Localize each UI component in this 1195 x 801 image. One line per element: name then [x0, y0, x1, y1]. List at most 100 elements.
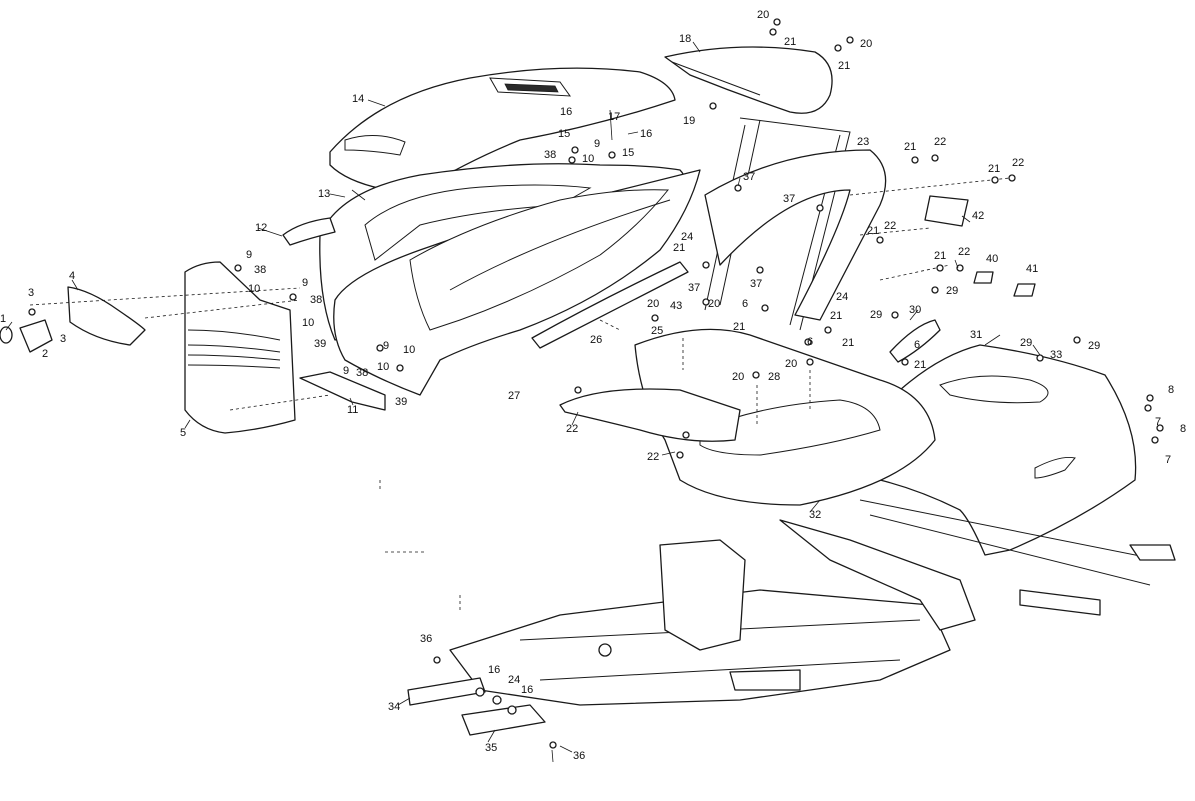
callout-28: 28 [768, 371, 780, 383]
callout-10: 10 [582, 153, 594, 165]
callout-21b: 21 [838, 60, 850, 72]
callout-2: 2 [42, 348, 48, 360]
part-side-trim-24 [704, 149, 887, 321]
callout-9b: 9 [246, 249, 252, 261]
callout-37d: 37 [750, 278, 762, 290]
callout-21d: 21 [988, 163, 1000, 175]
callout-23: 23 [857, 136, 869, 148]
callout-31: 31 [970, 329, 982, 341]
part-plate-41 [1013, 283, 1036, 297]
part-bracket-35 [461, 704, 546, 736]
callout-36b: 36 [573, 750, 585, 762]
callout-29b: 29 [870, 309, 882, 321]
callout-11: 11 [347, 404, 358, 416]
callout-10d: 10 [403, 344, 415, 356]
callout-6c: 6 [914, 339, 920, 351]
callout-26: 26 [590, 334, 602, 346]
callout-7: 7 [1155, 416, 1161, 428]
callout-3b: 3 [60, 333, 66, 345]
callout-43: 43 [670, 300, 682, 312]
callout-35: 35 [485, 742, 497, 754]
callout-21c: 21 [904, 141, 916, 153]
callout-38d: 38 [356, 367, 368, 379]
callout-29: 29 [946, 285, 958, 297]
part-2 [19, 319, 53, 353]
callout-21h: 21 [830, 310, 842, 322]
callout-10e: 10 [377, 361, 389, 373]
part-chassis-frame [449, 499, 1176, 706]
callout-42: 42 [972, 210, 984, 222]
callout-41: 41 [1026, 263, 1038, 275]
callout-6b: 6 [807, 336, 813, 348]
callout-39b: 39 [395, 396, 407, 408]
callout-24b: 24 [836, 291, 848, 303]
callout-21k: 21 [914, 359, 926, 371]
part-bracket-34 [407, 677, 486, 706]
callout-38: 38 [544, 149, 556, 161]
callout-25: 25 [651, 325, 663, 337]
part-bar-12 [282, 217, 336, 246]
callout-18: 18 [679, 33, 691, 45]
callout-22f: 22 [647, 451, 659, 463]
part-strip-26 [531, 261, 689, 349]
projection-lines [29, 177, 1011, 612]
part-footrest-22 [559, 388, 741, 442]
callout-15: 15 [558, 128, 570, 140]
part-front-fairing [333, 169, 701, 396]
callout-24: 24 [681, 231, 693, 243]
callout-4: 4 [69, 270, 75, 282]
callout-5: 5 [180, 427, 186, 439]
callout-9c: 9 [302, 277, 308, 289]
callout-16b: 16 [640, 128, 652, 140]
callout-38c: 38 [310, 294, 322, 306]
part-seat [664, 46, 833, 114]
callout-14: 14 [352, 93, 364, 105]
callout-22e: 22 [566, 423, 578, 435]
callout-21j: 21 [733, 321, 745, 333]
callout-27: 27 [508, 390, 520, 402]
callout-16d: 16 [521, 684, 533, 696]
leader-lines [5, 41, 1041, 763]
callout-22c: 22 [884, 220, 896, 232]
part-lens [67, 286, 146, 346]
part-shield-6 [889, 319, 941, 363]
callout-20e: 20 [785, 358, 797, 370]
callout-16c: 16 [488, 664, 500, 676]
part-bracket-11 [299, 371, 386, 411]
callout-20: 20 [757, 9, 769, 21]
callout-10b: 10 [248, 283, 260, 295]
callout-21: 21 [784, 36, 796, 48]
callout-8: 8 [1168, 384, 1174, 396]
callout-8b: 8 [1180, 423, 1186, 435]
fasteners [28, 18, 1164, 749]
part-plate-42 [924, 195, 969, 227]
callout-21f: 21 [934, 250, 946, 262]
callout-33: 33 [1050, 349, 1062, 361]
callout-29d: 29 [1088, 340, 1100, 352]
callout-1: 1 [0, 313, 6, 325]
part-1 [0, 326, 13, 344]
callout-37c: 37 [688, 282, 700, 294]
callout-30: 30 [909, 304, 921, 316]
callout-20b: 20 [860, 38, 872, 50]
callout-37b: 37 [783, 193, 795, 205]
callout-21g: 21 [673, 242, 685, 254]
callout-20f: 20 [732, 371, 744, 383]
callout-20d: 20 [708, 298, 720, 310]
callout-29c: 29 [1020, 337, 1032, 349]
callout-12: 12 [255, 222, 267, 234]
callout-36: 36 [420, 633, 432, 645]
callout-37: 37 [743, 171, 755, 183]
callout-7b: 7 [1165, 454, 1171, 466]
callout-20c: 20 [647, 298, 659, 310]
callout-22b: 22 [1012, 157, 1024, 169]
callout-19: 19 [683, 115, 695, 127]
part-rear-body [879, 344, 1137, 556]
callout-10c: 10 [302, 317, 314, 329]
callout-3: 3 [28, 287, 34, 299]
callout-17: 17 [608, 111, 620, 123]
callout-labels: 1 2 3 3 4 5 6 6 6 7 7 8 8 9 9 9 9 9 10 1… [0, 9, 1186, 762]
callout-21i: 21 [842, 337, 854, 349]
callout-9e: 9 [343, 365, 349, 377]
